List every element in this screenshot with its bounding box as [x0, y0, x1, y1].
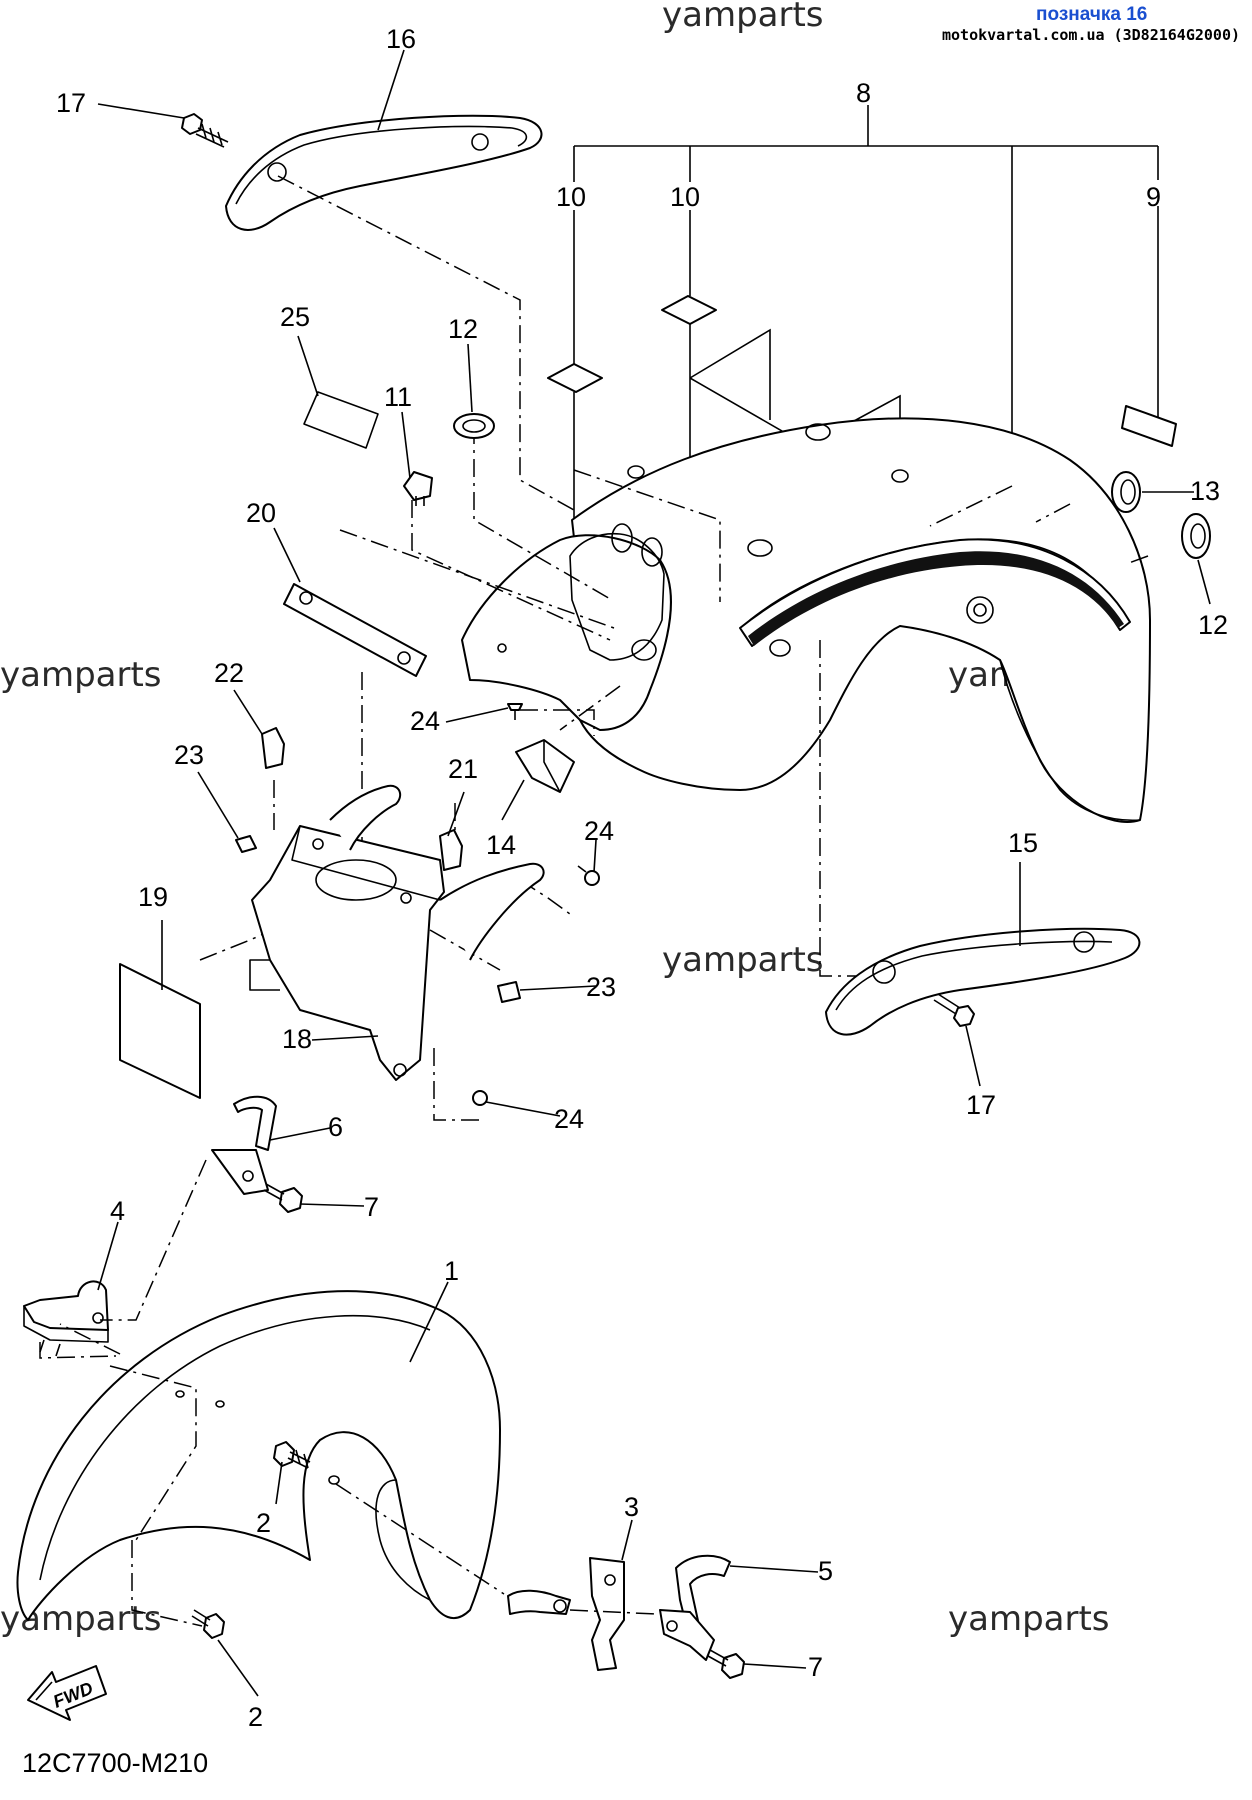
callout-12-right: 12 [1198, 610, 1228, 640]
part-18-license-bracket [249, 784, 545, 1081]
callout-18: 18 [282, 1024, 312, 1054]
callout-4: 4 [110, 1196, 125, 1226]
callout-23-b: 23 [586, 972, 616, 1002]
part-11-clip [403, 471, 433, 506]
callout-10-b: 10 [670, 182, 700, 212]
callout-15: 15 [1008, 828, 1038, 858]
callout-25: 25 [280, 302, 310, 332]
callout-1: 1 [444, 1256, 459, 1286]
front-assembly-dashed-lines [39, 1159, 657, 1627]
part-2-bolt-lower [191, 1609, 225, 1639]
part-23-pad-a [235, 835, 257, 853]
part-10-decal-a [547, 210, 603, 520]
part-21-clip [439, 829, 463, 871]
callout-21: 21 [448, 754, 478, 784]
watermark-right-bottom: yamparts [948, 1599, 1110, 1639]
part-14-damper [515, 739, 575, 793]
part-24-fastener-b [577, 865, 600, 886]
part-17-bolt-top [181, 113, 229, 148]
part-3-hose-guide [507, 1557, 625, 1671]
callout-6: 6 [328, 1112, 343, 1142]
part-7-bolt-upper [263, 1183, 303, 1213]
fwd-direction-arrow: FWD [27, 1665, 107, 1721]
callout-17-right: 17 [966, 1090, 996, 1120]
callout-10-a: 10 [556, 182, 586, 212]
callout-7-upper: 7 [364, 1192, 379, 1222]
watermark-left-mid: yamparts [0, 655, 162, 695]
part-12-grommet-right [1181, 513, 1211, 559]
callout-8: 8 [856, 78, 871, 108]
callout-14: 14 [486, 830, 516, 860]
callout-19: 19 [138, 882, 168, 912]
callout-24-c: 24 [554, 1104, 584, 1134]
part-1-front-fender [16, 1290, 501, 1621]
watermark-top: yamparts [662, 0, 824, 35]
part-24-fastener-a [507, 703, 523, 720]
callout-7-lower: 7 [808, 1652, 823, 1682]
rear-assembly-dashed-lines [199, 175, 1149, 1121]
part-12-grommet-top [453, 413, 495, 439]
callout-17-top: 17 [56, 88, 86, 118]
part-2-bolt-upper [273, 1441, 311, 1469]
watermark-center: yamparts [662, 940, 824, 980]
callout-13: 13 [1190, 476, 1220, 506]
part-23-pad-b [497, 981, 521, 1003]
part-8-bracket-lines [573, 105, 1159, 486]
fender-inner-bracket [461, 523, 672, 731]
callout-23-a: 23 [174, 740, 204, 770]
callout-3: 3 [624, 1492, 639, 1522]
callout-11: 11 [384, 382, 412, 412]
callout-12-top: 12 [448, 314, 478, 344]
callout-2-lower: 2 [248, 1702, 263, 1732]
source-site-label: motokvartal.com.ua (3D82164G2000) [941, 26, 1240, 44]
callout-9: 9 [1146, 182, 1161, 212]
part-13-grommet [1111, 471, 1141, 513]
callout-numbers: 16 17 8 10 10 9 25 12 11 20 22 24 23 21 … [56, 24, 1228, 1732]
callout-16: 16 [386, 24, 416, 54]
part-7-bolt-lower [707, 1649, 745, 1679]
callout-leader-lines [97, 49, 1211, 1697]
part-5-hose-clamp [659, 1554, 731, 1661]
part-24-fastener-c [472, 1090, 488, 1106]
callout-2-upper: 2 [256, 1508, 271, 1538]
callout-22: 22 [214, 658, 244, 688]
callout-5: 5 [818, 1556, 833, 1586]
callout-20: 20 [246, 498, 276, 528]
part-17-bolt-right [933, 993, 975, 1027]
part-6-brake-hose-holder [211, 1095, 277, 1195]
part-19-license-plate [119, 963, 201, 1099]
part-22-clip [261, 727, 285, 769]
callout-24-a: 24 [410, 706, 440, 736]
part-4-fender-stay [23, 1280, 109, 1357]
diagram-tag-label: позначка 16 [1036, 4, 1148, 25]
part-25-label-plate [303, 391, 379, 449]
part-15-side-cover [825, 927, 1141, 1036]
rear-fender [571, 417, 1151, 823]
part-20-reflector-strip [283, 583, 427, 677]
diagram-code: 12C7700-M210 [22, 1748, 209, 1778]
part-10-decal-b [661, 210, 717, 460]
callout-24-b: 24 [584, 816, 614, 846]
part-9-decal-strip [1121, 206, 1177, 447]
part-16-side-cover [225, 114, 543, 231]
